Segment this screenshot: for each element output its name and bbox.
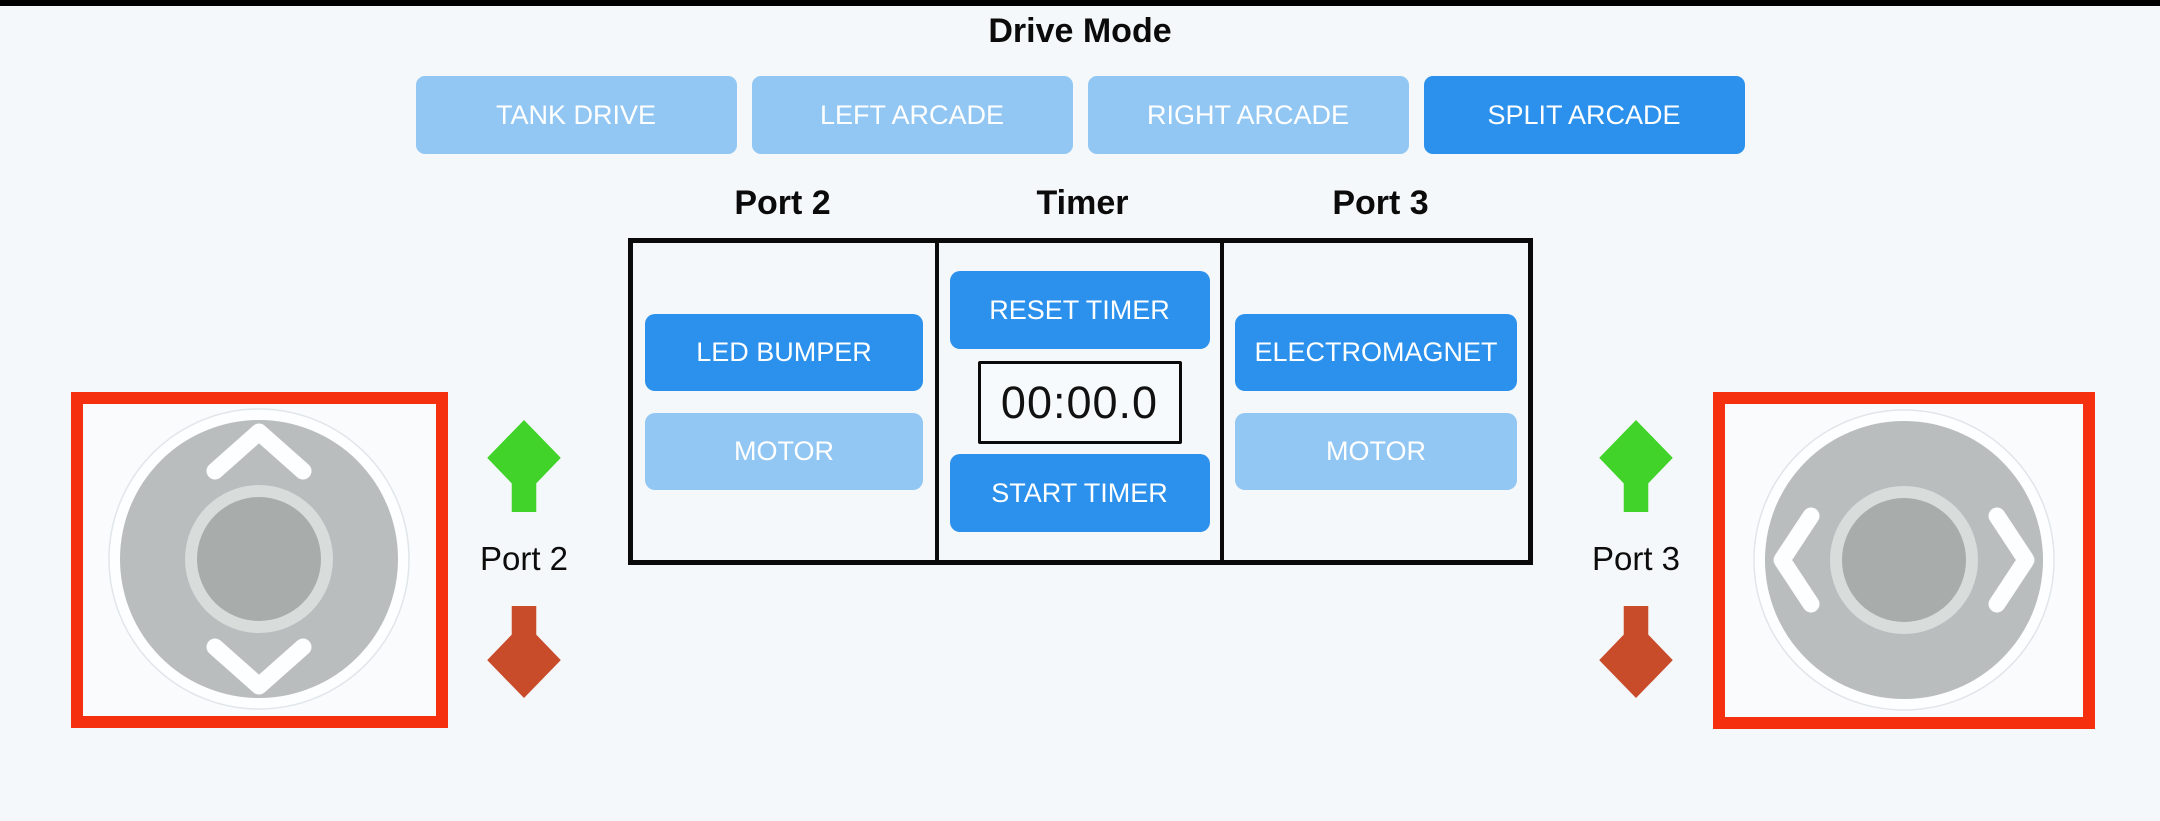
port3-indicator-stack: Port 3 <box>1571 420 1701 698</box>
port2-joystick-label: Port 2 <box>479 540 569 577</box>
port2-motor-button[interactable]: MOTOR <box>645 412 923 490</box>
timer-display: 00:00.0 <box>977 361 1182 444</box>
top-bar <box>0 0 2160 6</box>
reset-timer-button[interactable]: RESET TIMER <box>949 271 1210 349</box>
port3-column-header: Port 3 <box>1332 184 1429 222</box>
port3-cell: ELECTROMAGNET MOTOR <box>1224 243 1528 560</box>
port2-cell: LED BUMPER MOTOR <box>633 243 935 560</box>
led-bumper-button[interactable]: LED BUMPER <box>645 313 923 391</box>
drive-mode-button-row: TANK DRIVE LEFT ARCADE RIGHT ARCADE SPLI… <box>0 76 2160 154</box>
timer-column-header: Timer <box>1036 184 1129 222</box>
chevron-up-icon <box>206 423 312 480</box>
chevron-left-icon <box>1773 507 1819 612</box>
port2-indicator-stack: Port 2 <box>459 420 589 698</box>
port3-up-arrow-icon <box>1599 420 1673 512</box>
port3-down-arrow-icon <box>1599 606 1673 698</box>
port3-joystick-label: Port 3 <box>1591 540 1681 577</box>
joystick-knob[interactable] <box>197 497 321 621</box>
left-arcade-button[interactable]: LEFT ARCADE <box>751 76 1073 154</box>
right-joystick-bounds <box>1713 392 2095 729</box>
timer-cell: RESET TIMER 00:00.0 START TIMER <box>935 243 1224 560</box>
right-joystick[interactable] <box>1727 405 2082 717</box>
port3-motor-button[interactable]: MOTOR <box>1235 412 1517 490</box>
split-arcade-button[interactable]: SPLIT ARCADE <box>1423 76 1745 154</box>
port2-column-header: Port 2 <box>734 184 831 222</box>
chevron-down-icon <box>206 638 312 695</box>
right-arcade-button[interactable]: RIGHT ARCADE <box>1087 76 1409 154</box>
tank-drive-button[interactable]: TANK DRIVE <box>415 76 737 154</box>
left-joystick-bounds <box>71 392 448 728</box>
port2-up-arrow-icon <box>487 420 561 512</box>
port2-down-arrow-icon <box>487 606 561 698</box>
control-table: LED BUMPER MOTOR RESET TIMER 00:00.0 STA… <box>628 238 1533 565</box>
electromagnet-button[interactable]: ELECTROMAGNET <box>1235 313 1517 391</box>
left-joystick[interactable] <box>83 404 436 716</box>
joystick-knob[interactable] <box>1841 497 1966 622</box>
start-timer-button[interactable]: START TIMER <box>949 454 1210 532</box>
drive-mode-title: Drive Mode <box>988 12 1172 50</box>
chevron-right-icon <box>1988 507 2034 612</box>
